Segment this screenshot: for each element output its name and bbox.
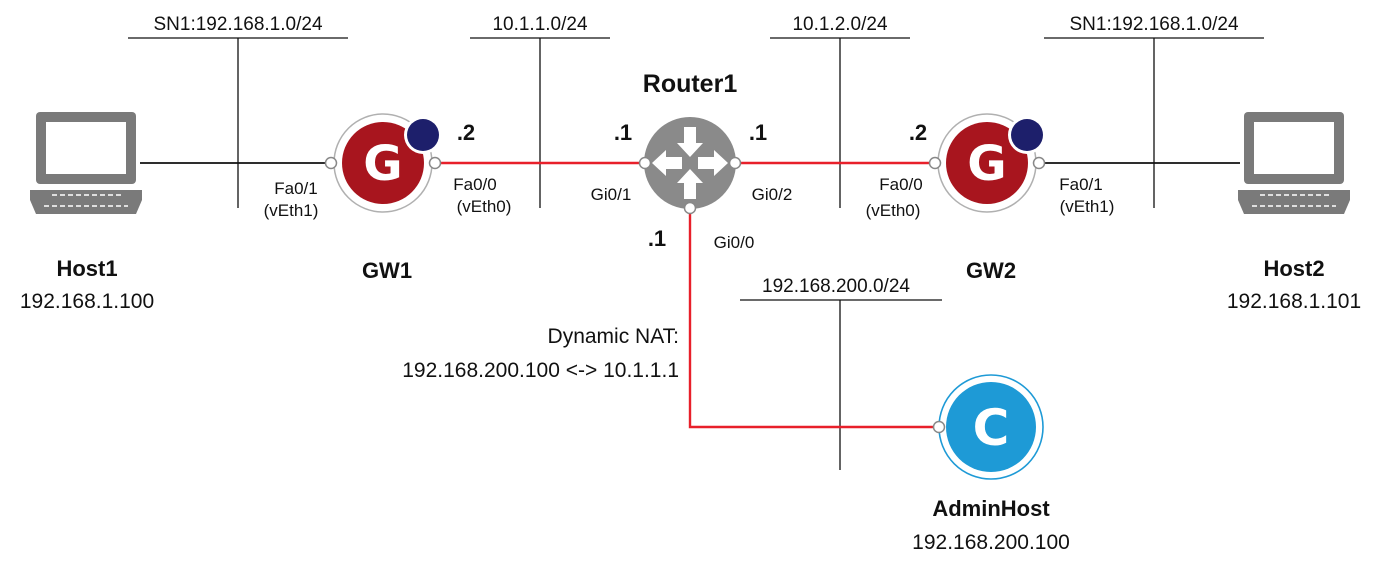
gw1-fa00-label: Fa0/0 (453, 175, 496, 194)
gw2-fa00-label: Fa0/0 (879, 175, 922, 194)
host2-name: Host2 (1263, 256, 1324, 281)
adminhost-ip: 192.168.200.100 (912, 531, 1070, 554)
gw1-port-fa01[interactable] (324, 156, 338, 170)
host1-ip: 192.168.1.100 (20, 290, 154, 313)
network-segment-10-1-2 (770, 37, 910, 208)
router1-gi01-label: Gi0/1 (591, 185, 632, 204)
admin-glyph: C (973, 399, 1010, 457)
check-point-gateway-icon[interactable]: G (333, 113, 442, 213)
gw2-port-fa01[interactable] (1032, 156, 1046, 170)
adminhost-port[interactable] (932, 420, 946, 434)
gw2-fa01-label: Fa0/1 (1059, 175, 1102, 194)
nat-mapping: 192.168.200.100 <-> 10.1.1.1 (402, 359, 679, 382)
network-label-admin: 192.168.200.0/24 (762, 276, 910, 297)
router1-gi02-label: Gi0/2 (752, 185, 793, 204)
nat-title: Dynamic NAT: (548, 325, 679, 348)
network-segment-sn1-left (128, 37, 348, 208)
network-segment-10-1-1 (470, 37, 610, 208)
gateway-glyph: G (363, 136, 402, 192)
router1-gi00-label: Gi0/0 (714, 233, 755, 252)
gw2-veth1-label: (vEth1) (1060, 197, 1115, 216)
router1-port-gi00[interactable] (683, 201, 697, 215)
gw1-octet-label: .2 (457, 120, 475, 145)
router1-port-gi01[interactable] (638, 156, 652, 170)
adminhost-name: AdminHost (932, 496, 1050, 521)
gw2-name: GW2 (966, 258, 1016, 283)
gw1-fa01-label: Fa0/1 (274, 179, 317, 198)
management-console-icon[interactable]: C (938, 374, 1044, 480)
network-label-sn1-right: SN1:192.168.1.0/24 (1069, 14, 1238, 35)
check-point-gateway-icon[interactable]: G (937, 113, 1046, 213)
link-router1-adminhost[interactable] (688, 209, 938, 429)
router1-gi01-octet: .1 (614, 120, 632, 145)
host2-ip: 192.168.1.101 (1227, 290, 1361, 313)
network-label-sn1-left: SN1:192.168.1.0/24 (153, 14, 322, 35)
gw1-veth0-label: (vEth0) (457, 197, 512, 216)
gw1-port-fa00[interactable] (428, 156, 442, 170)
network-label-10-1-2: 10.1.2.0/24 (792, 14, 888, 35)
gw2-octet-label: .2 (909, 120, 927, 145)
desktop-computer-icon[interactable] (30, 112, 142, 214)
host1-name: Host1 (56, 256, 117, 281)
router-icon[interactable] (644, 117, 736, 209)
network-segment-admin (740, 299, 942, 470)
gw2-veth0-label: (vEth0) (866, 201, 921, 220)
desktop-computer-icon[interactable] (1238, 112, 1350, 214)
router1-gi00-octet: .1 (648, 226, 666, 251)
gateway-glyph: G (967, 136, 1006, 192)
network-label-10-1-1: 10.1.1.0/24 (492, 14, 588, 35)
gw1-veth1-label: (vEth1) (264, 201, 319, 220)
gw2-port-fa00[interactable] (928, 156, 942, 170)
router1-name: Router1 (643, 70, 738, 98)
gw1-name: GW1 (362, 258, 412, 283)
network-segment-sn1-right (1044, 37, 1264, 208)
router1-port-gi02[interactable] (728, 156, 742, 170)
router1-gi02-octet: .1 (749, 120, 767, 145)
